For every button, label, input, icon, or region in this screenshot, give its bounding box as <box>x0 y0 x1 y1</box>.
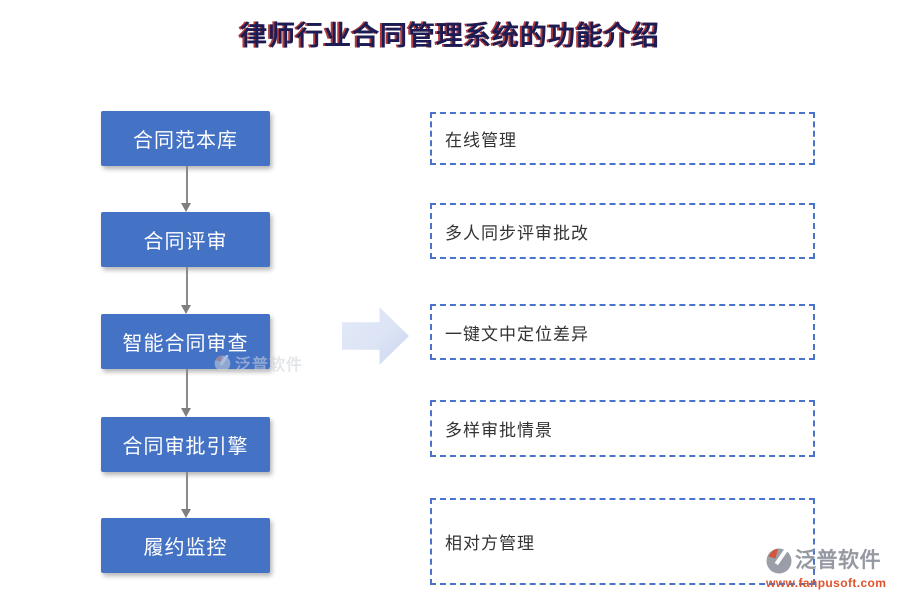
step-box-contract-template-library: 合同范本库 <box>101 111 270 166</box>
feature-box-multi-user-review: 多人同步评审批改 <box>430 203 815 259</box>
brand-logo: 泛普软件 <box>766 548 881 574</box>
step-box-contract-review: 合同评审 <box>101 212 270 267</box>
down-arrow-icon <box>181 472 192 518</box>
step-label: 智能合同审查 <box>122 333 249 355</box>
brand-name-text: 泛普软件 <box>795 549 881 572</box>
step-label: 合同审批引擎 <box>122 436 249 458</box>
brand-website-text: www.fanpusoft.com <box>766 576 887 590</box>
step-label: 合同范本库 <box>133 130 238 152</box>
feature-label: 相对方管理 <box>445 534 535 553</box>
brand-logo-icon <box>766 548 792 574</box>
feature-label: 多样审批情景 <box>445 421 553 440</box>
page-title: 律师行业合同管理系统的功能介绍 <box>240 21 660 51</box>
down-arrow-icon <box>181 267 192 314</box>
arrow-head <box>181 408 191 417</box>
step-box-performance-monitoring: 履约监控 <box>101 518 270 573</box>
step-box-smart-contract-check: 智能合同审查 <box>101 314 270 369</box>
feature-label: 在线管理 <box>445 131 517 150</box>
feature-label: 一键文中定位差异 <box>445 324 589 344</box>
arrow-line <box>186 166 188 204</box>
feature-label: 多人同步评审批改 <box>445 223 589 243</box>
down-arrow-icon <box>181 369 192 417</box>
arrow-line <box>186 472 188 510</box>
arrow-head <box>181 509 191 518</box>
arrow-line <box>186 369 188 409</box>
big-right-arrow-icon <box>342 307 409 365</box>
feature-box-locate-differences: 一键文中定位差异 <box>430 304 815 360</box>
step-label: 履约监控 <box>143 537 228 559</box>
arrow-line <box>186 267 188 306</box>
feature-box-online-management: 在线管理 <box>430 112 815 165</box>
arrow-head <box>181 203 191 212</box>
feature-box-approval-scenarios: 多样审批情景 <box>430 400 815 457</box>
feature-box-counterparty-management: 相对方管理 <box>430 498 815 585</box>
step-box-approval-engine: 合同审批引擎 <box>101 417 270 472</box>
step-label: 合同评审 <box>143 231 228 253</box>
arrow-head <box>181 305 191 314</box>
down-arrow-icon <box>181 166 192 212</box>
